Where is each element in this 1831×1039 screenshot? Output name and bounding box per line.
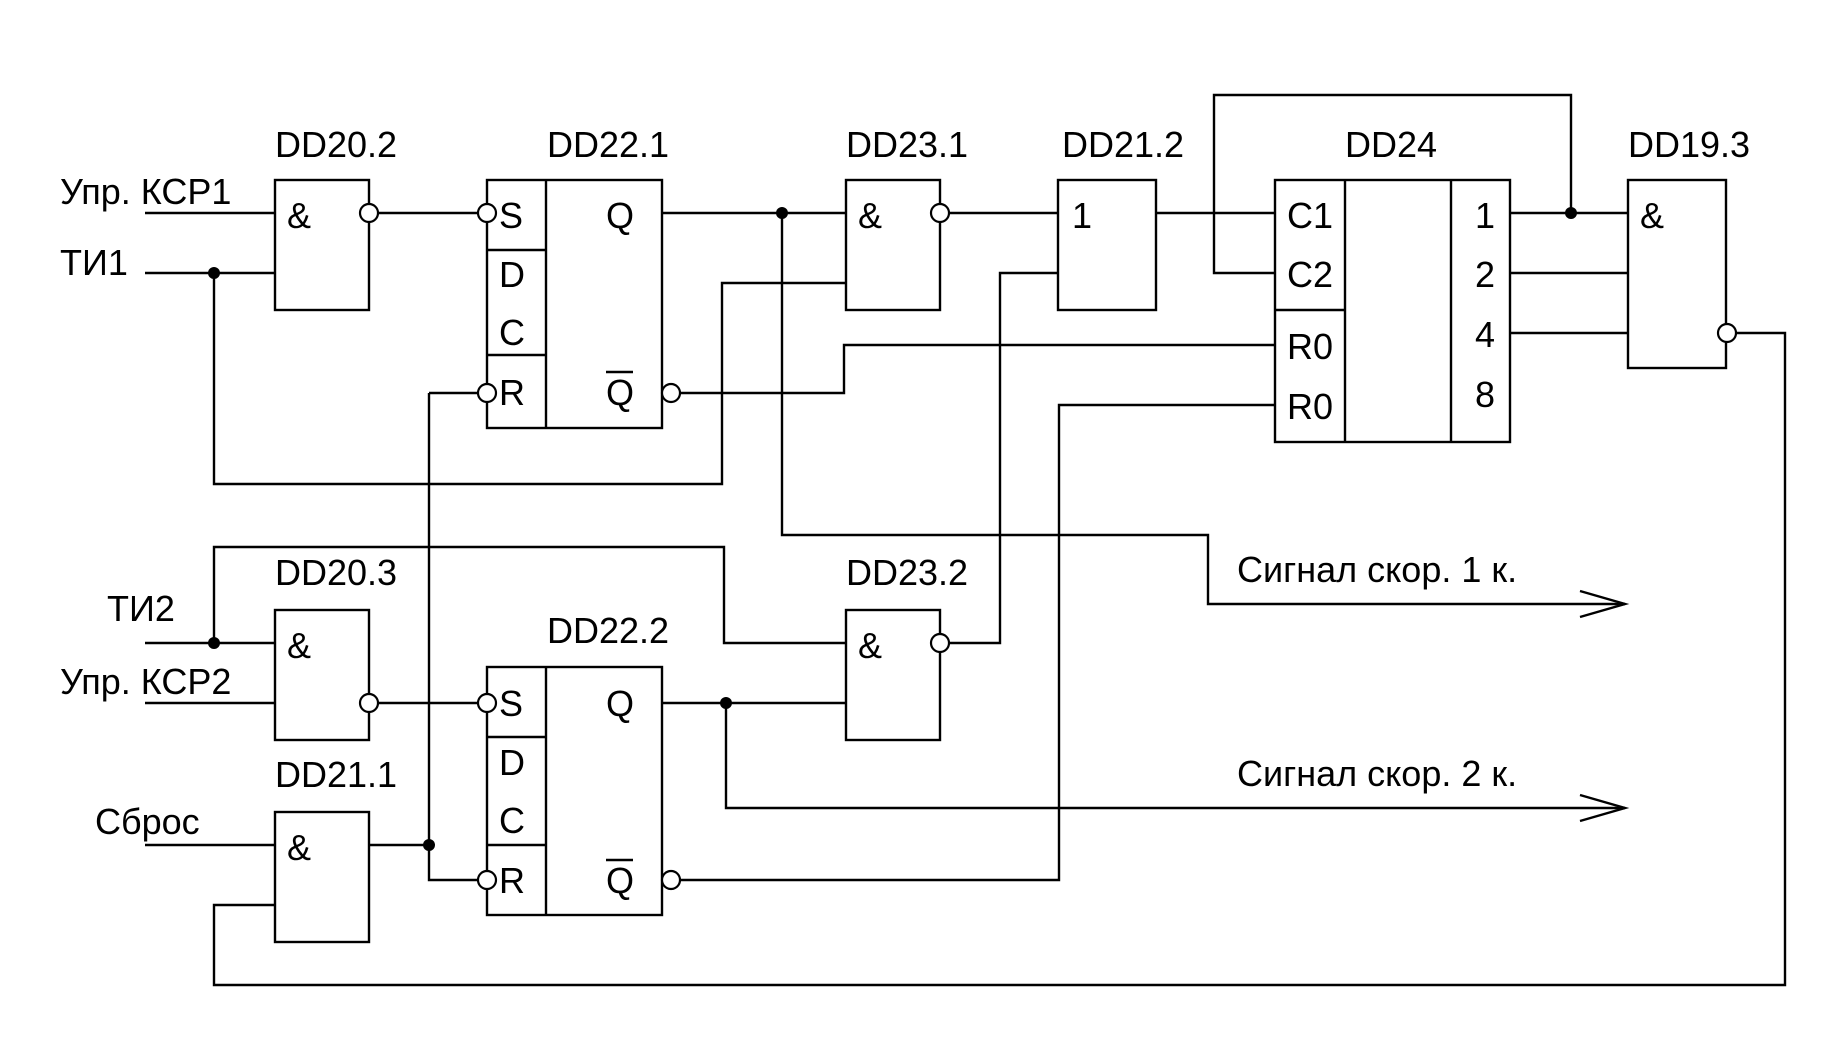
input-upr-ksr2: Упр. КСР2 (60, 661, 231, 702)
gate-dd19-3: DD19.3 & (1626, 124, 1750, 370)
pin-r0: R0 (1287, 326, 1333, 367)
and-symbol: & (858, 195, 882, 236)
gate-dd23-1: DD23.1 & (844, 124, 968, 312)
pin-r: R (499, 860, 525, 901)
gate-label: DD22.1 (547, 124, 669, 165)
pin-c1: C1 (1287, 195, 1333, 236)
pin-s: S (499, 683, 523, 724)
and-symbol: & (287, 195, 311, 236)
pin-out-2: 2 (1475, 254, 1495, 295)
flipflop-dd22-1: DD22.1 S D C R Q Q (476, 124, 682, 430)
input-ti2: ТИ2 (107, 588, 175, 629)
pin-d: D (499, 254, 525, 295)
output-signal-1: Сигнал скор. 1 к. (1237, 549, 1517, 590)
wires (145, 93, 1787, 987)
pin-q-inverted: Q (606, 860, 634, 901)
pin-r: R (499, 372, 525, 413)
pin-c2: C2 (1287, 254, 1333, 295)
gate-label: DD22.2 (547, 610, 669, 651)
junctions (208, 207, 1577, 851)
gate-label: DD23.1 (846, 124, 968, 165)
pin-out-4: 4 (1475, 314, 1495, 355)
output-signal-2: Сигнал скор. 2 к. (1237, 753, 1517, 794)
pin-r0: R0 (1287, 386, 1333, 427)
gate-dd21-1: DD21.1 & (273, 754, 397, 944)
gate-dd21-2: DD21.2 1 (1056, 124, 1184, 312)
gate-label: DD21.1 (275, 754, 397, 795)
gate-dd23-2: DD23.2 & (844, 552, 968, 742)
input-upr-ksr1: Упр. КСР1 (60, 171, 231, 212)
and-symbol: & (858, 625, 882, 666)
gate-label: DD20.2 (275, 124, 397, 165)
pin-q-inverted: Q (606, 372, 634, 413)
pin-c: C (499, 800, 525, 841)
signal-labels: Упр. КСР1 ТИ1 ТИ2 Упр. КСР2 Сброс Сигнал… (60, 171, 1517, 842)
and-symbol: & (1640, 195, 1664, 236)
gate-label: DD20.3 (275, 552, 397, 593)
and-symbol: & (287, 827, 311, 868)
counter-dd24: DD24 C1 C2 R0 R0 1 2 4 8 (1273, 124, 1512, 444)
pin-out-1: 1 (1475, 195, 1495, 236)
pin-c: C (499, 312, 525, 353)
gate-label: DD23.2 (846, 552, 968, 593)
pin-d: D (499, 742, 525, 783)
pin-out-8: 8 (1475, 374, 1495, 415)
gate-label: DD21.2 (1062, 124, 1184, 165)
gate-label: DD19.3 (1628, 124, 1750, 165)
pin-q: Q (606, 683, 634, 724)
input-sbros: Сброс (95, 801, 200, 842)
gate-label: DD24 (1345, 124, 1437, 165)
pin-s: S (499, 195, 523, 236)
and-symbol: & (287, 625, 311, 666)
gate-dd20-3: DD20.3 & (273, 552, 397, 742)
flipflop-dd22-2: DD22.2 S D C R Q Q (476, 610, 682, 917)
or-symbol: 1 (1072, 195, 1092, 236)
pin-q: Q (606, 195, 634, 236)
input-ti1: ТИ1 (60, 242, 128, 283)
gate-dd20-2: DD20.2 & (273, 124, 397, 312)
